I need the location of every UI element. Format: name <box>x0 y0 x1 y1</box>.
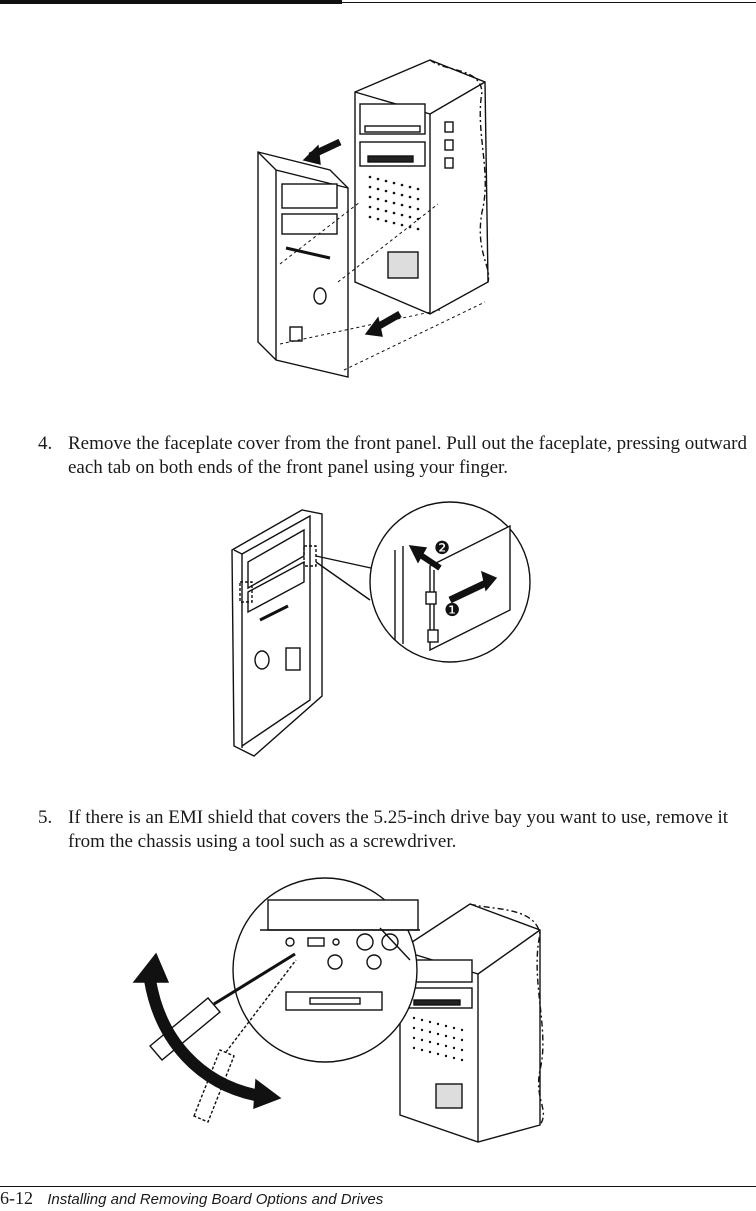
front-panel-removal-illustration <box>220 52 520 392</box>
callout-marker-2: ❷ <box>434 538 450 559</box>
header-rule-thin <box>342 2 756 3</box>
page-footer: 6-12 Installing and Removing Board Optio… <box>0 1188 383 1209</box>
step-text: If there is an EMI shield that covers th… <box>68 807 729 852</box>
page-number: 6-12 <box>0 1188 33 1208</box>
emi-shield-removal-illustration <box>110 870 570 1150</box>
step-number: 4. <box>38 433 53 454</box>
footer-rule <box>0 1186 756 1187</box>
step-number: 5. <box>38 807 53 828</box>
chapter-title: Installing and Removing Board Options an… <box>47 1191 384 1208</box>
faceplate-tab-illustration: ❷ ❶ <box>220 500 540 768</box>
header-rule-thick <box>0 0 342 4</box>
step-text: Remove the faceplate cover from the fron… <box>68 433 747 478</box>
callout-marker-1: ❶ <box>444 600 460 621</box>
